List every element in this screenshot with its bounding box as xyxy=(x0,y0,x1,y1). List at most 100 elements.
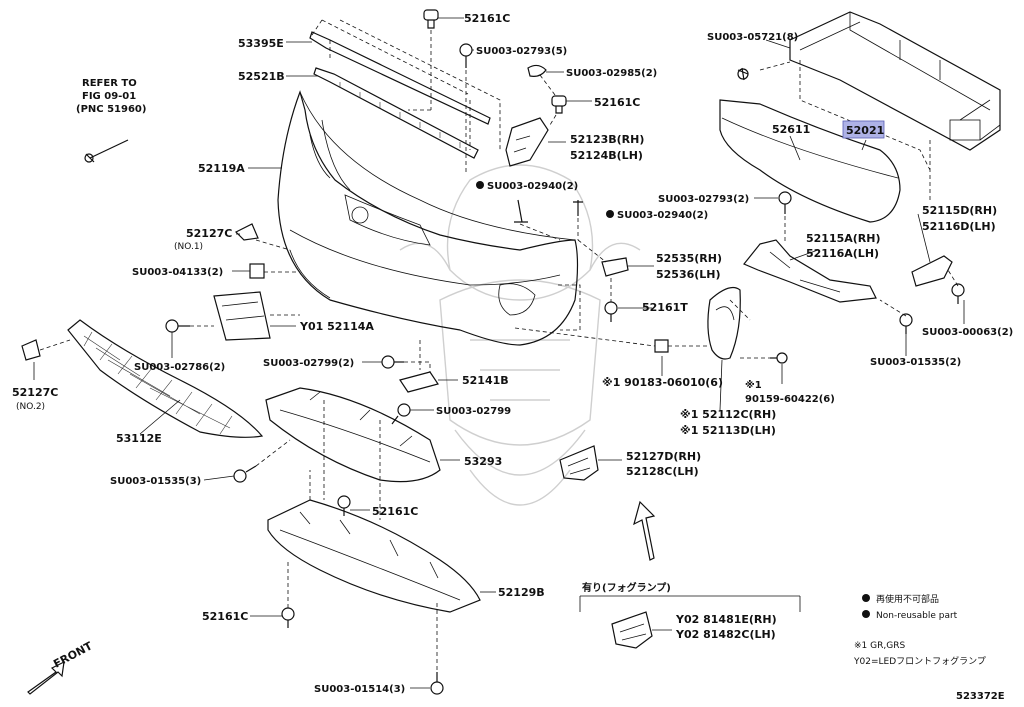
label-52119a[interactable]: 52119A xyxy=(198,162,245,175)
screw-su003-02786[interactable] xyxy=(165,319,190,333)
bracket-52141b[interactable] xyxy=(399,371,439,393)
absorber-52611[interactable] xyxy=(719,99,901,223)
bumper-cover-52119a[interactable] xyxy=(277,90,579,346)
screw-su003-02799-2[interactable] xyxy=(381,355,404,369)
label-53293[interactable]: 53293 xyxy=(464,455,502,468)
garnish-52127d[interactable] xyxy=(559,445,599,481)
label-52116d[interactable]: 52116D(LH) xyxy=(922,220,996,233)
clip-52161c-bot[interactable] xyxy=(281,607,295,628)
leader-lines xyxy=(33,17,965,689)
clip-su003-00063[interactable] xyxy=(951,283,965,304)
reinforcement-52021[interactable] xyxy=(789,11,1001,151)
label-52521b[interactable]: 52521B xyxy=(238,70,285,83)
label-90159-mark: ※1 xyxy=(745,379,762,391)
label-52124b[interactable]: 52124B(LH) xyxy=(570,149,643,162)
label-90183[interactable]: ※1 90183-06010(6) xyxy=(602,376,723,389)
label-52141b[interactable]: 52141B xyxy=(462,374,509,387)
label-su003-02940-a[interactable]: SU003-02940(2) xyxy=(487,181,578,192)
label-su003-02793-5[interactable]: SU003-02793(5) xyxy=(476,46,567,57)
cover-53293[interactable] xyxy=(265,387,441,483)
label-su003-02985[interactable]: SU003-02985(2) xyxy=(566,68,657,79)
clip-90183[interactable] xyxy=(654,339,669,353)
undercover-52129b[interactable] xyxy=(267,499,481,613)
label-52161c-top[interactable]: 52161C xyxy=(464,12,510,25)
clip-su003-02985[interactable] xyxy=(527,64,547,77)
strip-52521b[interactable] xyxy=(313,67,479,159)
label-52535[interactable]: 52535(RH) xyxy=(656,252,722,265)
label-su003-04133[interactable]: SU003-04133(2) xyxy=(132,267,223,278)
label-su003-02799[interactable]: SU003-02799 xyxy=(436,406,511,417)
label-52115a[interactable]: 52115A(RH) xyxy=(806,232,881,245)
label-52161t[interactable]: 52161T xyxy=(642,301,688,314)
clip-52127c-no2[interactable] xyxy=(21,339,41,361)
screw-90159[interactable] xyxy=(770,352,788,364)
bracket-52114a[interactable] xyxy=(213,291,271,341)
bracket-52123b[interactable] xyxy=(505,117,549,167)
clip-52161c-mid[interactable] xyxy=(551,95,567,114)
label-su003-02940-b[interactable]: SU003-02940(2) xyxy=(617,210,708,221)
label-52112c[interactable]: ※1 52112C(RH) xyxy=(680,408,776,421)
highlight-52021 xyxy=(842,120,885,139)
label-su003-02786[interactable]: SU003-02786(2) xyxy=(134,362,225,373)
label-52127c-no1[interactable]: 52127C xyxy=(186,227,232,240)
label-53395e[interactable]: 53395E xyxy=(238,37,284,50)
label-52161c-low[interactable]: 52161C xyxy=(372,505,418,518)
label-52113d[interactable]: ※1 52113D(LH) xyxy=(680,424,776,437)
pin-su003-02940-a[interactable] xyxy=(514,199,528,223)
screw-su003-01514[interactable] xyxy=(430,672,444,695)
label-su003-02793-2[interactable]: SU003-02793(2) xyxy=(658,194,749,205)
clip-52161t[interactable] xyxy=(604,301,618,322)
clip-su003-01535-right[interactable] xyxy=(899,313,913,334)
label-52611[interactable]: 52611 xyxy=(772,123,810,136)
dash-cover-right xyxy=(558,284,581,331)
screw-su003-02799[interactable] xyxy=(391,403,411,425)
label-52536[interactable]: 52536(LH) xyxy=(656,268,721,281)
label-52129b[interactable]: 52129B xyxy=(498,586,545,599)
label-52115d[interactable]: 52115D(RH) xyxy=(922,204,997,217)
grille-53112e[interactable] xyxy=(67,319,264,438)
label-52128c[interactable]: 52128C(LH) xyxy=(626,465,699,478)
label-52127d[interactable]: 52127D(RH) xyxy=(626,450,701,463)
screw-su003-02793-right[interactable] xyxy=(778,191,792,214)
label-su003-02799-2[interactable]: SU003-02799(2) xyxy=(263,358,354,369)
label-90159[interactable]: 90159-60422(6) xyxy=(745,394,835,405)
dash-center-c xyxy=(287,470,438,670)
retainer-52115a[interactable] xyxy=(743,239,877,303)
dash-strips xyxy=(329,19,501,150)
label-su003-01535-2[interactable]: SU003-01535(2) xyxy=(870,357,961,368)
dash-center-a xyxy=(404,340,431,372)
label-52123b[interactable]: 52123B(RH) xyxy=(570,133,644,146)
bracket-52535[interactable] xyxy=(601,257,629,277)
bolt-su003-05721[interactable] xyxy=(737,67,749,81)
label-81482c[interactable]: Y02 81482C(LH) xyxy=(675,628,776,641)
spoiler-52112c[interactable] xyxy=(707,287,741,360)
retainer-52115d[interactable] xyxy=(911,255,953,287)
screw-su003-02793-top[interactable] xyxy=(459,43,473,68)
label-su003-05721[interactable]: SU003-05721(8) xyxy=(707,32,798,43)
label-52116a[interactable]: 52116A(LH) xyxy=(806,247,879,260)
label-su003-01514[interactable]: SU003-01514(3) xyxy=(314,684,405,695)
legend-note-gr: ※1 GR,GRS xyxy=(854,641,905,651)
label-81481e[interactable]: Y02 81481E(RH) xyxy=(675,613,777,626)
clip-52161c-low[interactable] xyxy=(337,495,351,516)
dash-left-a xyxy=(190,239,300,327)
label-refer-pnc: (PNC 51960) xyxy=(76,104,146,115)
arrow-up-icon xyxy=(633,500,656,561)
label-52127c-no2[interactable]: 52127C xyxy=(12,386,58,399)
label-no1: (NO.1) xyxy=(174,242,203,252)
screw-su003-01535-3[interactable] xyxy=(233,465,257,483)
legend-dot-en xyxy=(862,610,870,618)
label-52161c-bot[interactable]: 52161C xyxy=(202,610,248,623)
label-su003-01535-3[interactable]: SU003-01535(3) xyxy=(110,476,201,487)
label-52161c-mid[interactable]: 52161C xyxy=(594,96,640,109)
label-fog-lamp: 有り(フォグランプ) xyxy=(582,581,671,594)
label-su003-00063[interactable]: SU003-00063(2) xyxy=(922,327,1013,338)
label-53112e[interactable]: 53112E xyxy=(116,432,162,445)
label-52021[interactable]: 52021 xyxy=(846,124,884,137)
pin-su003-02940-b[interactable] xyxy=(573,200,583,216)
clip-52161c-top[interactable] xyxy=(423,9,439,29)
clip-52127c-no1[interactable] xyxy=(234,223,259,241)
clip-su003-04133[interactable] xyxy=(249,263,265,279)
label-52114a[interactable]: Y01 52114A xyxy=(299,320,374,333)
